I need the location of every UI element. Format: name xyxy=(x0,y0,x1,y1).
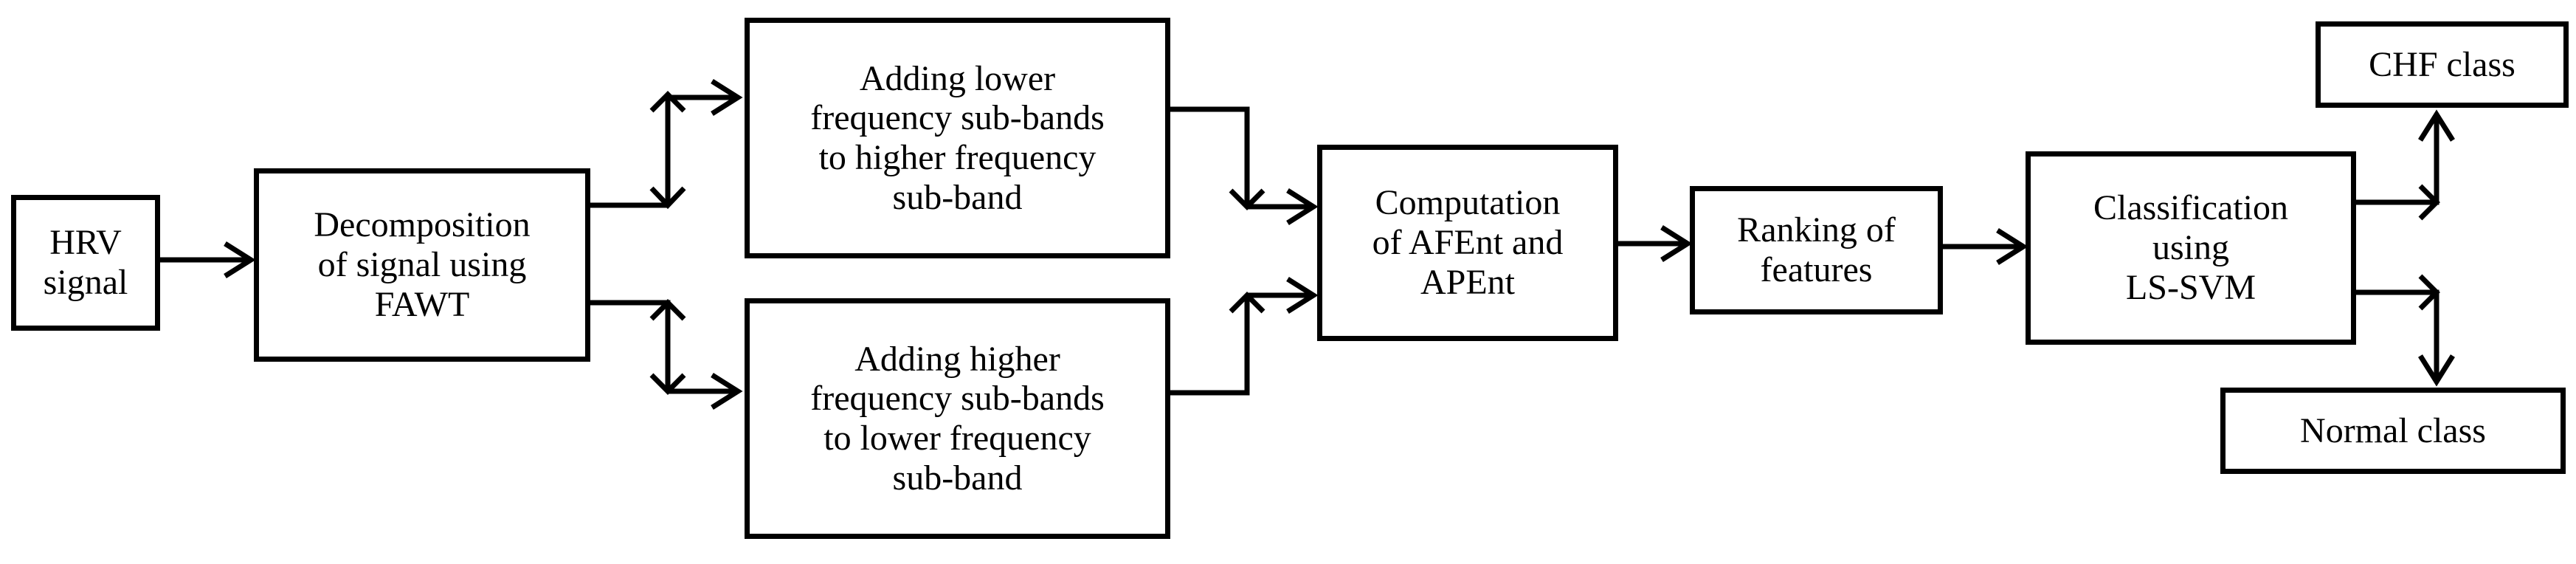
node-normal-class-label: Normal class xyxy=(2300,410,2486,450)
node-ranking: Ranking of features xyxy=(1690,186,1943,314)
arrow-lower-to-computation xyxy=(1170,295,1250,396)
node-adding-higher-to-lower-label: Adding higher frequency sub-bands to low… xyxy=(810,339,1105,498)
node-chf-class-label: CHF class xyxy=(2369,44,2515,84)
node-classification: Classification using LS-SVM xyxy=(2026,151,2356,345)
node-ranking-label: Ranking of features xyxy=(1737,210,1896,289)
node-classification-label: Classification using LS-SVM xyxy=(2093,188,2288,307)
node-normal-class: Normal class xyxy=(2220,388,2566,474)
node-computation: Computation of AFEnt and APEnt xyxy=(1317,145,1618,341)
node-adding-lower-to-higher: Adding lower frequency sub-bands to high… xyxy=(745,18,1170,258)
node-adding-higher-to-lower: Adding higher frequency sub-bands to low… xyxy=(745,298,1170,539)
node-hrv-signal: HRV signal xyxy=(11,195,160,331)
arrow-upper-to-computation xyxy=(1170,106,1250,207)
node-computation-label: Computation of AFEnt and APEnt xyxy=(1372,183,1564,302)
node-chf-class: CHF class xyxy=(2316,21,2569,108)
node-adding-lower-to-higher-label: Adding lower frequency sub-bands to high… xyxy=(810,58,1105,217)
node-decomposition-label: Decomposition of signal using FAWT xyxy=(314,205,531,324)
node-hrv-signal-label: HRV signal xyxy=(43,223,128,302)
node-decomposition: Decomposition of signal using FAWT xyxy=(254,168,590,362)
